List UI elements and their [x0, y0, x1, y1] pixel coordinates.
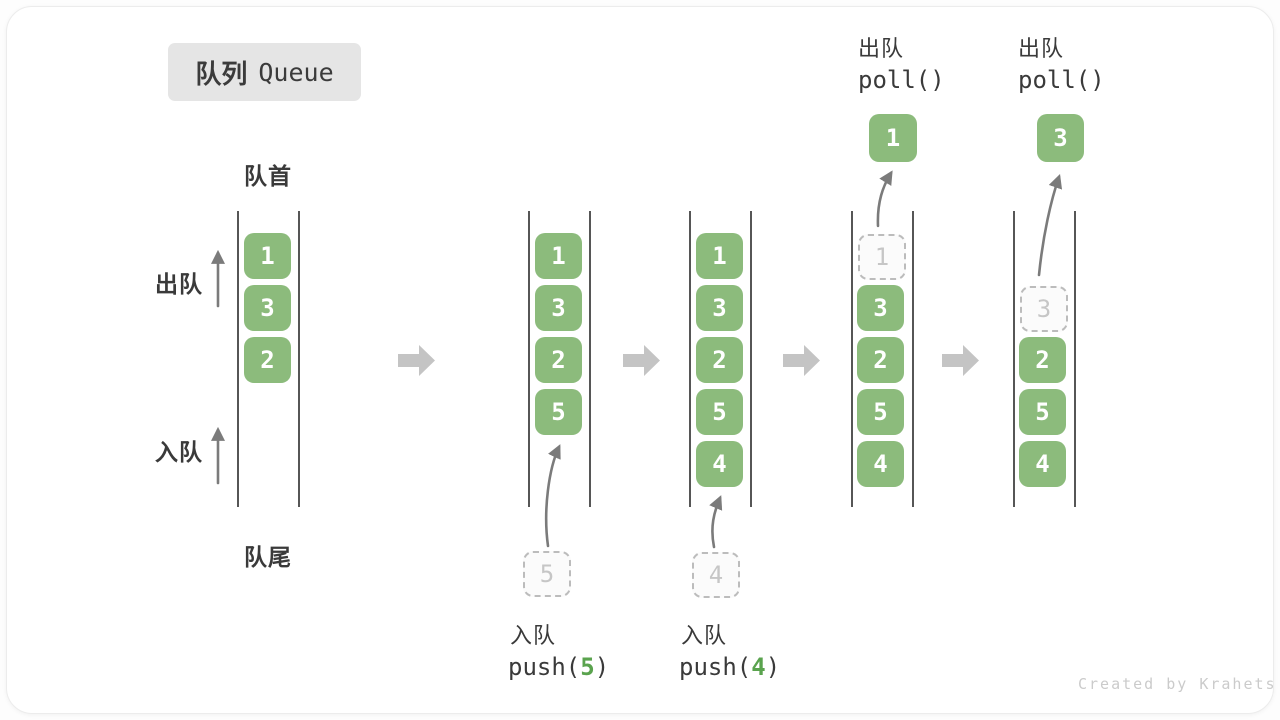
queue1-item: 1 [244, 233, 291, 279]
queue3-item: 1 [696, 233, 743, 279]
queue4-item: 2 [857, 337, 904, 383]
push4-code-post: ) [765, 653, 781, 681]
queue3-item: 4 [696, 441, 743, 487]
poll1-code: poll() [858, 66, 945, 94]
queue2-right-rail [589, 211, 591, 507]
title-zh: 队列 [195, 58, 248, 89]
push4-code: push(4) [679, 653, 780, 681]
label-queue-rear: 队尾 [244, 544, 292, 570]
queue4-right-rail [912, 211, 914, 507]
queue2-staged-value: 5 [523, 551, 571, 597]
watermark-credit: Created by Krahets [1078, 675, 1277, 693]
queue3-item: 3 [696, 285, 743, 331]
push4-code-arg: 4 [751, 653, 766, 681]
queue2-left-rail [528, 211, 530, 507]
queue2-item: 2 [535, 337, 582, 383]
queue4-item: 4 [857, 441, 904, 487]
queue2-item: 5 [535, 389, 582, 435]
push5-label: 入队 [510, 623, 557, 648]
poll1-label: 出队 [858, 36, 905, 61]
push4-code-pre: push( [679, 653, 752, 681]
queue2-item: 1 [535, 233, 582, 279]
push5-code-pre: push( [508, 653, 581, 681]
queue5-item: 4 [1019, 441, 1066, 487]
queue1-right-rail [298, 211, 300, 507]
push5-code-arg: 5 [580, 653, 595, 681]
queue5-left-rail [1013, 211, 1015, 507]
step-arrow-icon [942, 345, 979, 376]
push4-label: 入队 [681, 623, 728, 648]
queue4-item: 3 [857, 285, 904, 331]
queue3-staged-value: 4 [692, 552, 740, 598]
queue1-item: 2 [244, 337, 291, 383]
queue4-left-rail [851, 211, 853, 507]
title-badge: 队列 Queue [168, 43, 361, 101]
queue4-polled-value: 1 [869, 114, 917, 162]
step-arrow-icon [783, 345, 820, 376]
queue4-removed-slot: 1 [858, 234, 906, 280]
label-dequeue-direction: 出队 [155, 271, 203, 297]
poll2-code: poll() [1018, 66, 1105, 94]
push5-code: push(5) [508, 653, 609, 681]
queue3-item: 5 [696, 389, 743, 435]
queue5-item: 2 [1019, 337, 1066, 383]
queue4-item: 5 [857, 389, 904, 435]
queue1-left-rail [237, 211, 239, 507]
label-queue-front: 队首 [244, 163, 292, 189]
queue3-left-rail [689, 211, 691, 507]
queue1-item: 3 [244, 285, 291, 331]
queue5-polled-value: 3 [1037, 114, 1084, 162]
queue5-right-rail [1074, 211, 1076, 507]
push5-code-post: ) [594, 653, 610, 681]
label-enqueue-direction: 入队 [155, 439, 203, 465]
queue3-right-rail [750, 211, 752, 507]
queue2-item: 3 [535, 285, 582, 331]
queue3-item: 2 [696, 337, 743, 383]
poll2-label: 出队 [1018, 36, 1065, 61]
title-en: Queue [258, 57, 334, 87]
queue5-item: 5 [1019, 389, 1066, 435]
step-arrow-icon [623, 345, 660, 376]
step-arrow-icon [398, 345, 435, 376]
queue5-removed-slot: 3 [1020, 286, 1068, 332]
